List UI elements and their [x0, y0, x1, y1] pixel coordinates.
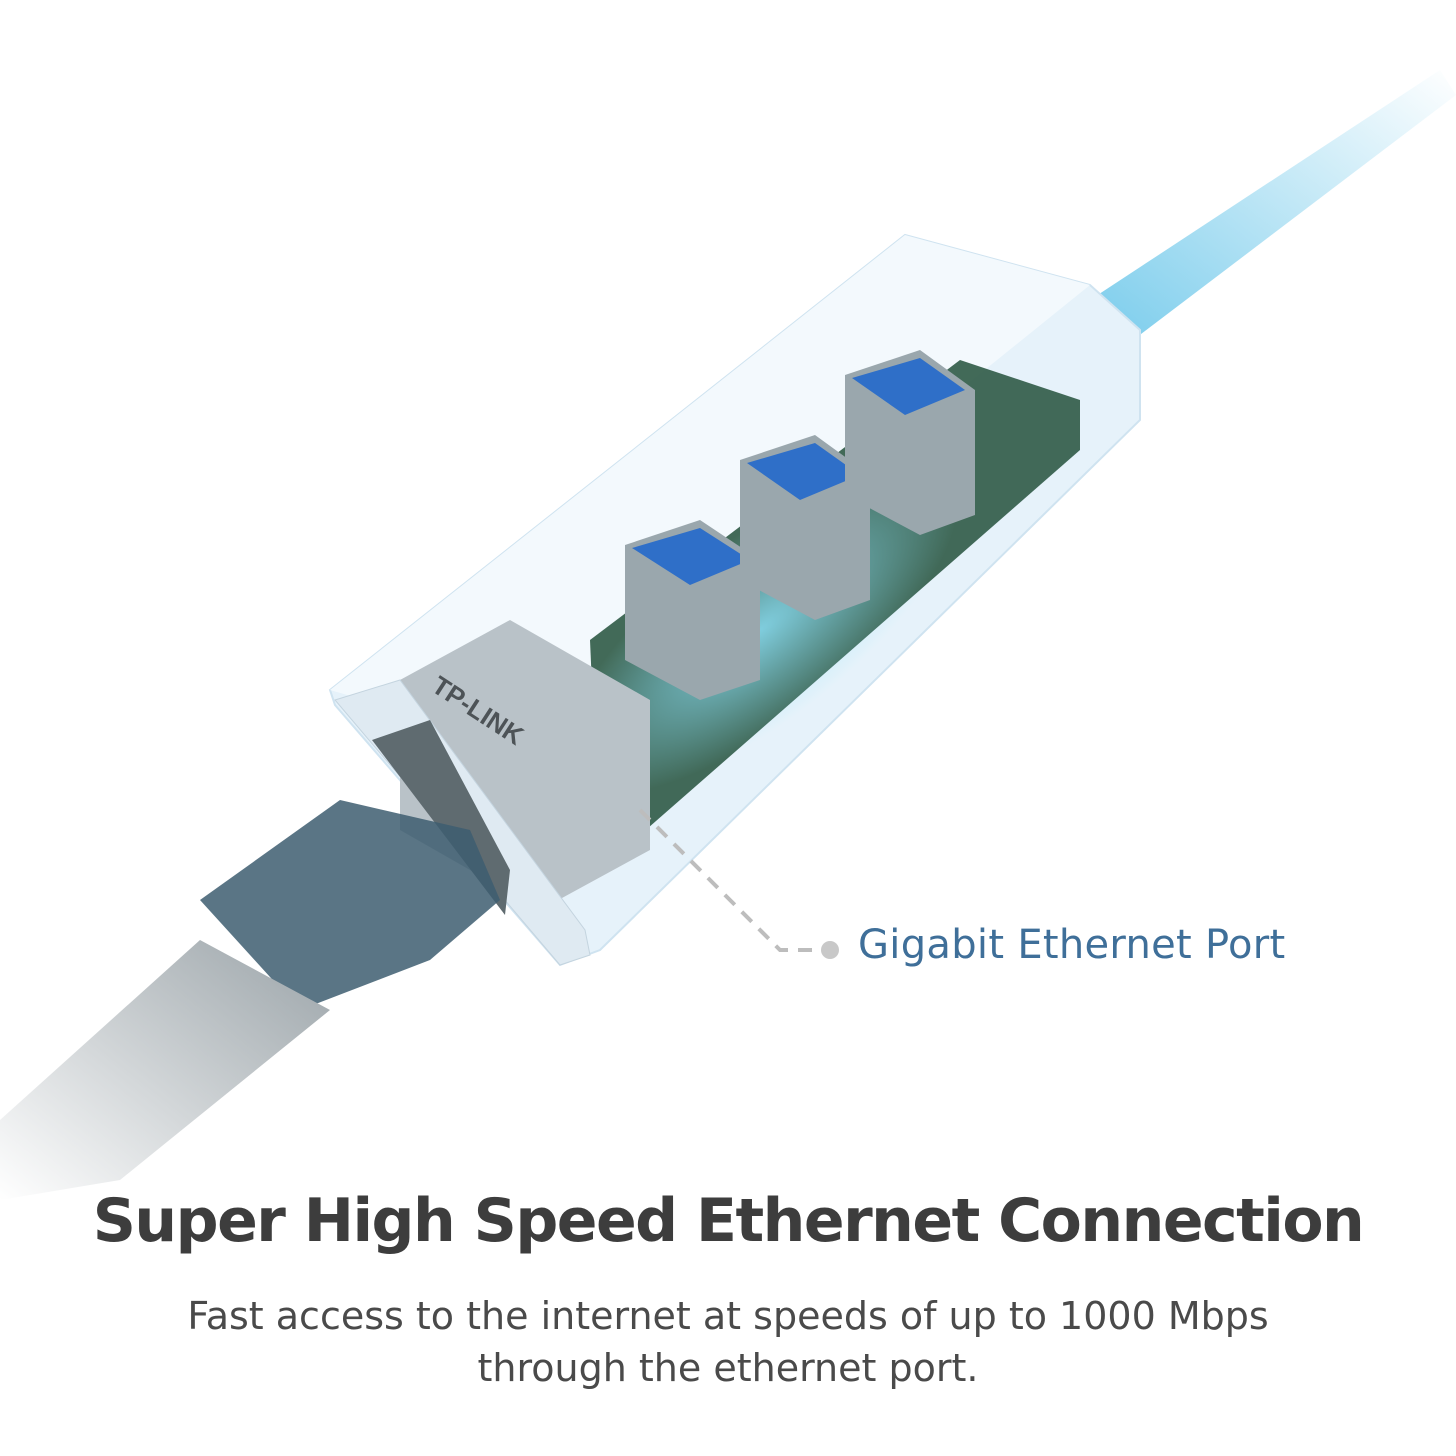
usb-port	[740, 435, 870, 620]
callout-dot	[821, 941, 839, 959]
usb-port	[845, 350, 975, 535]
description: Fast access to the internet at speeds of…	[0, 1290, 1456, 1394]
usb-cable	[1090, 70, 1456, 350]
headline: Super High Speed Ethernet Connection	[92, 1186, 1365, 1256]
description-line-1: Fast access to the internet at speeds of…	[187, 1294, 1269, 1338]
description-line-2: through the ethernet port.	[477, 1346, 979, 1390]
ethernet-cable	[0, 940, 330, 1200]
callout-leader-line	[638, 808, 820, 952]
ethernet-plug	[200, 800, 500, 1010]
usb-port	[625, 520, 760, 700]
gigabit-ethernet-port-label: Gigabit Ethernet Port	[858, 922, 1286, 968]
